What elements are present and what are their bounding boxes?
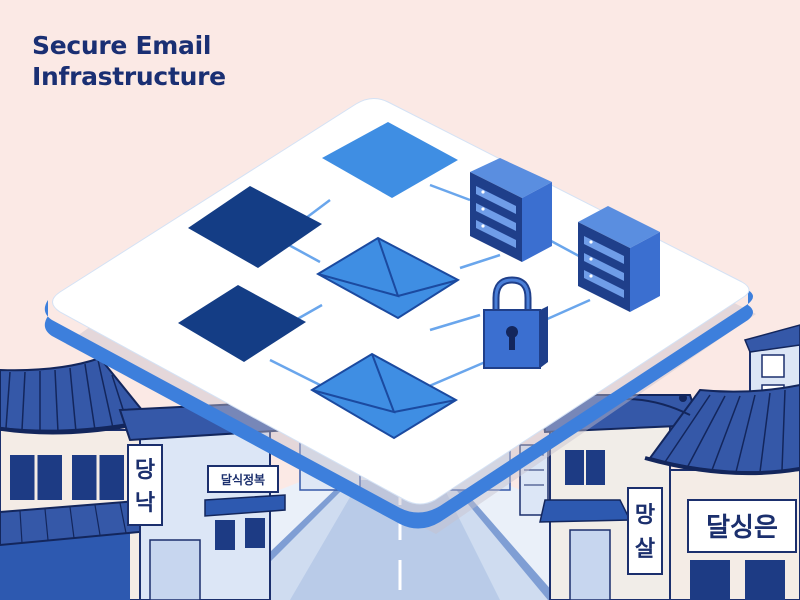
dark-node-bottom <box>178 285 306 362</box>
title-line-2: Infrastructure <box>32 62 226 91</box>
right-roof <box>644 383 800 476</box>
right-shop-sign <box>687 499 797 553</box>
right-buildings: 망 살 달싱은 <box>519 324 800 600</box>
left-shop-sign-text: 달식정복 <box>221 472 265 487</box>
left-shop-sign <box>207 465 279 493</box>
light-node <box>322 122 458 198</box>
right-sign-char-1: 망 <box>635 503 655 528</box>
server-icon <box>470 158 552 262</box>
dark-node-top <box>188 186 322 268</box>
left-sign-char-1: 당 <box>135 458 155 483</box>
email-icon <box>310 352 458 440</box>
left-sign-char-2: 낙 <box>135 491 155 516</box>
page-title: Secure Email Infrastructure <box>32 30 226 92</box>
network-platform <box>44 98 756 534</box>
padlock-icon <box>483 276 548 369</box>
left-vertical-sign <box>127 444 163 526</box>
right-shop-sign-text: 달싱은 <box>706 513 778 543</box>
left-buildings: 당 낙 달식정복 <box>0 356 292 600</box>
left-roof <box>0 356 156 435</box>
server-icon <box>578 206 660 312</box>
title-line-1: Secure Email <box>32 31 212 60</box>
email-icon <box>315 236 460 320</box>
right-sign-char-2: 살 <box>635 537 655 562</box>
right-vertical-sign <box>627 487 663 575</box>
